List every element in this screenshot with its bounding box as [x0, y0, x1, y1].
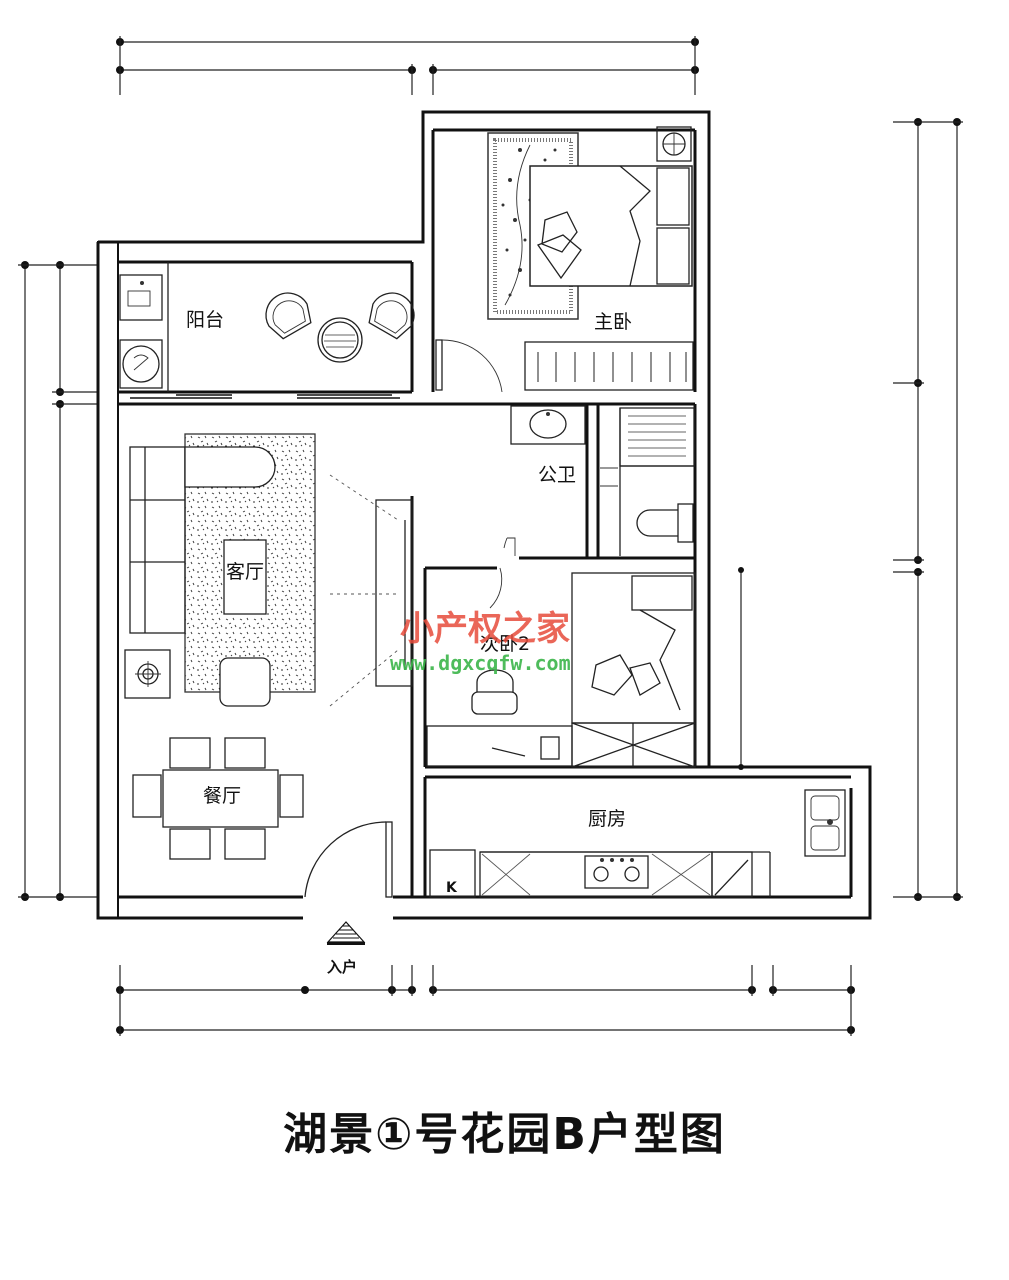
- room-label-living-room: 客厅: [226, 561, 264, 583]
- room-label-kitchen: 厨房: [588, 808, 626, 830]
- svg-text:K: K: [446, 880, 458, 896]
- watermark-name: 小产权之家: [400, 609, 570, 649]
- room-label-public-bathroom: 公卫: [538, 464, 576, 486]
- kitchen-fixtures: K: [429, 789, 846, 898]
- page-title: 湖景①号花园B户型图: [283, 1109, 726, 1160]
- watermark: 小产权之家 www.dgxcqfw.com: [390, 609, 571, 675]
- bathroom-fixtures: [503, 405, 695, 556]
- dimension-lines: [18, 36, 963, 1036]
- second-bedroom-furniture: [426, 567, 696, 768]
- watermark-url: www.dgxcqfw.com: [390, 651, 571, 675]
- room-label-master-bedroom: 主卧: [594, 311, 632, 333]
- living-room-furniture: [124, 433, 413, 707]
- room-label-second-bedroom: 次卧2: [480, 633, 530, 655]
- entrance-label: 入户: [327, 958, 357, 976]
- floor-plan: K 阳台 主卧 公卫 客厅 次卧2 餐厅 厨房 入户 小产权之家 www.dgx…: [18, 36, 963, 1036]
- balcony-fixtures: [119, 274, 163, 389]
- dining-furniture: [132, 737, 304, 860]
- entrance-door: [304, 821, 393, 945]
- room-label-dining-room: 餐厅: [203, 785, 241, 807]
- room-label-balcony: 阳台: [186, 309, 224, 331]
- balcony-furniture: [265, 292, 415, 363]
- master-bedroom-furniture: [435, 126, 694, 393]
